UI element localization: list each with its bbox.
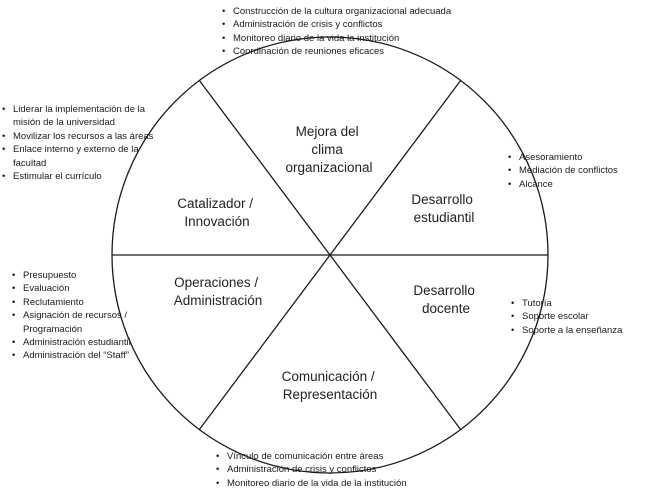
list-item: Soporte escolar	[509, 310, 622, 324]
list-item: Liderar la implementación de la misión d…	[0, 103, 165, 130]
sector-label-line: estudiantil	[414, 210, 475, 225]
list-item: Presupuesto	[10, 269, 160, 283]
list-item: Evaluación	[10, 282, 160, 296]
list-item: Administración de crisis y conflictos	[220, 18, 451, 32]
sector-label-catalizador: Catalizador / Innovación	[177, 196, 257, 229]
sector-label-line: Operaciones /	[174, 275, 258, 290]
sector-label-line: docente	[422, 301, 470, 316]
sector-label-comunicacion: Comunicación / Representación	[282, 369, 379, 402]
sector-label-line: Representación	[283, 387, 378, 402]
list-desarrollo-docente: Tutoría Soporte escolar Soporte a la ens…	[509, 297, 622, 338]
sector-label-line: Innovación	[184, 214, 249, 229]
sector-label-desarrollo-docente: Desarrollo docente	[413, 283, 478, 316]
list-desarrollo-estudiantil: Asesoramiento Mediación de conflictos Al…	[506, 151, 618, 192]
list-item: Soporte a la enseñanza	[509, 324, 622, 338]
list-item: Construcción de la cultura organizaciona…	[220, 5, 451, 19]
sector-label-line: Catalizador /	[177, 196, 253, 211]
list-item: Mediación de conflictos	[506, 164, 618, 178]
sector-label-line: Desarrollo	[413, 283, 475, 298]
list-item: Coordinación de reuniones eficaces	[220, 45, 451, 59]
divider-diagonal-falling	[198, 79, 462, 431]
list-item: Estimular el currículo	[0, 170, 165, 184]
list-item: Vínculo de comunicación entre áreas	[214, 450, 407, 464]
sector-label-desarrollo-estudiantil: Desarrollo estudiantil	[411, 192, 476, 225]
list-item: Administración estudiantil	[10, 336, 160, 350]
list-item: Monitoreo diario de la vida la instituci…	[220, 32, 451, 46]
sector-label-line: organizacional	[285, 160, 372, 175]
sector-label-clima: Mejora del clima organizacional	[285, 124, 372, 175]
list-item: Movilizar los recursos a las áreas	[0, 130, 165, 144]
list-item: Reclutamiento	[10, 296, 160, 310]
list-clima-organizacional: Construcción de la cultura organizaciona…	[220, 5, 451, 59]
sector-label-line: clima	[311, 142, 343, 157]
list-item: Monitoreo diario de la vida de la instit…	[214, 477, 407, 491]
sector-label-line: Mejora del	[296, 124, 359, 139]
list-comunicacion-representacion: Vínculo de comunicación entre áreas Admi…	[214, 450, 407, 491]
list-operaciones-administracion: Presupuesto Evaluación Reclutamiento Asi…	[10, 269, 160, 363]
sector-label-line: Comunicación /	[282, 369, 375, 384]
list-item: Enlace interno y externo de la facultad	[0, 143, 165, 170]
list-item: Asignación de recursos / Programación	[10, 309, 160, 336]
list-item: Administración del “Staff”	[10, 349, 160, 363]
list-item: Asesoramiento	[506, 151, 618, 165]
sector-label-line: Administración	[174, 293, 263, 308]
sector-label-line: Desarrollo	[411, 192, 473, 207]
list-catalizador-innovacion: Liderar la implementación de la misión d…	[0, 103, 165, 184]
list-item: Tutoría	[509, 297, 622, 311]
list-item: Alcance	[506, 178, 618, 192]
sector-label-operaciones: Operaciones / Administración	[174, 275, 263, 308]
list-item: Administración de crisis y conflictos	[214, 463, 407, 477]
